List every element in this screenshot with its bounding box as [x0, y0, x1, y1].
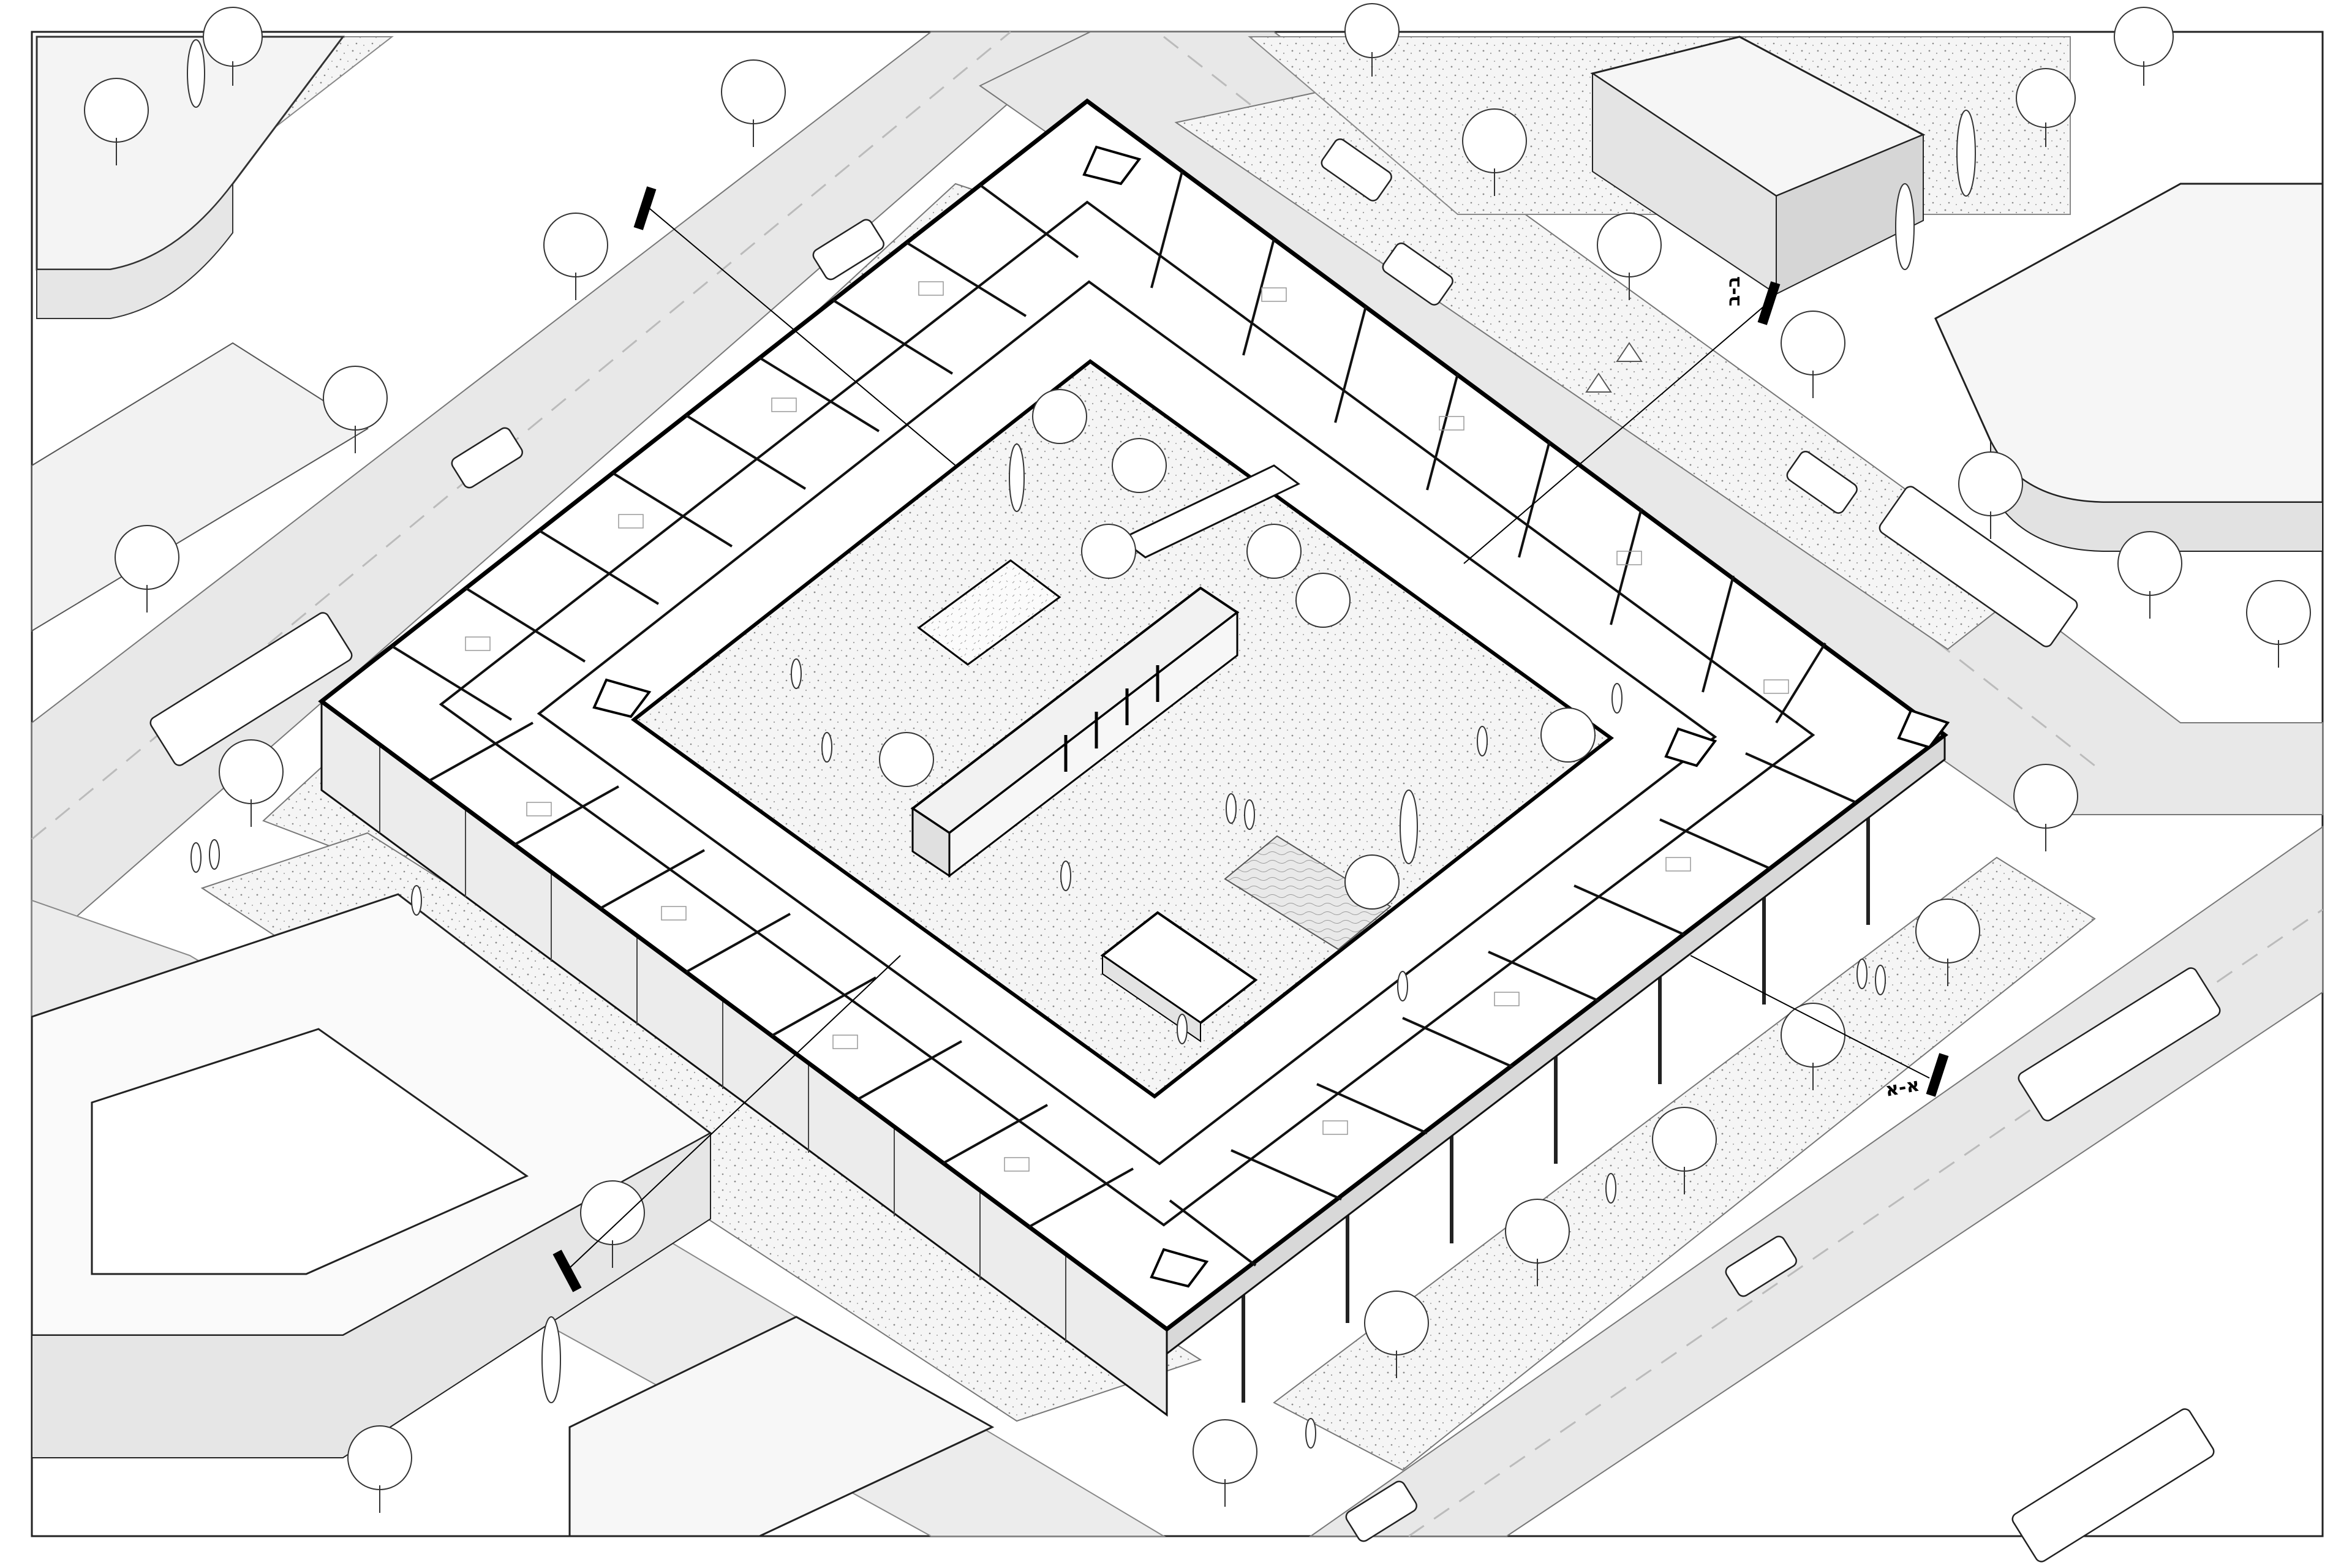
tree — [1344, 854, 1400, 910]
building-bottom-left-courtyard — [91, 1028, 529, 1275]
tree — [1400, 790, 1418, 864]
tree — [1462, 108, 1527, 196]
tree — [1597, 213, 1662, 300]
tree — [1781, 311, 1845, 398]
tree — [1652, 1107, 1717, 1194]
section-cut-lines — [569, 208, 1930, 1268]
tree — [1112, 438, 1167, 493]
tree — [1781, 1003, 1845, 1090]
road-arrows — [1585, 342, 1643, 393]
tree — [1032, 389, 1087, 444]
building-top-left-facade — [36, 182, 233, 319]
tree — [1364, 1291, 1429, 1378]
section-marker-b: ב-ב — [1723, 276, 1744, 306]
partitions-northeast — [1150, 171, 1826, 724]
planter-box — [917, 559, 1061, 666]
central-bar-windows — [1064, 665, 1159, 772]
tree — [580, 1180, 645, 1268]
people — [190, 658, 1886, 1449]
car-4 — [1382, 243, 1453, 306]
courtyard-pavilion-wall — [1102, 954, 1201, 1042]
tree — [879, 732, 934, 787]
tree — [1505, 1199, 1570, 1286]
surrounding-buildings — [31, 36, 2324, 1537]
courtyard-bridge — [1119, 464, 1300, 559]
tree — [1193, 1419, 1257, 1507]
tree — [84, 78, 149, 165]
tree — [1958, 451, 2023, 539]
tree — [1540, 707, 1596, 763]
car-6 — [1725, 1235, 1797, 1297]
car-7 — [1345, 1480, 1417, 1542]
tree — [203, 7, 263, 86]
bus-3 — [2018, 967, 2221, 1121]
building-top-center-side — [1776, 134, 1924, 295]
vehicles — [149, 138, 2221, 1562]
ring-corridors — [439, 200, 1815, 1227]
tree — [187, 39, 205, 108]
tree — [1295, 573, 1351, 628]
tree — [2114, 7, 2174, 86]
tree — [1246, 524, 1302, 579]
tree — [323, 366, 388, 453]
road-northwest-centerline — [31, 31, 1011, 840]
central-bar-wall — [948, 610, 1238, 878]
car-1 — [812, 219, 884, 281]
facade-southwest-mullions — [379, 744, 1066, 1343]
car-2 — [451, 427, 523, 489]
tree — [2013, 764, 2078, 851]
bus-2 — [1879, 486, 2078, 647]
trees — [84, 3, 2311, 1513]
tree — [543, 213, 608, 300]
car-5 — [1786, 451, 1858, 514]
road-southeast — [1308, 826, 2323, 1537]
section-label-b: ב-ב — [1723, 276, 1744, 306]
tree — [1915, 899, 1980, 986]
tree — [541, 1316, 561, 1403]
section-cut-bars — [552, 186, 1949, 1292]
stair-cores — [592, 145, 1950, 1288]
tree — [347, 1425, 412, 1513]
partitions-southeast — [1169, 752, 1856, 1267]
tree — [2016, 68, 2076, 147]
partitions-northwest — [391, 184, 1079, 721]
tree — [1895, 183, 1915, 270]
tree — [1009, 443, 1025, 512]
tree — [2246, 580, 2311, 668]
car-3 — [1321, 138, 1392, 202]
building-bottom-left-facade — [31, 1132, 711, 1458]
interior-furniture — [465, 281, 1789, 1172]
tree — [115, 525, 179, 612]
tree — [1344, 3, 1400, 77]
partitions-southwest — [428, 722, 1134, 1228]
bus-4 — [2011, 1408, 2215, 1562]
bus-1 — [149, 612, 353, 766]
tree — [1081, 524, 1136, 579]
tree — [721, 59, 786, 147]
building-bottom-center-roof — [568, 1316, 995, 1537]
tree — [219, 739, 284, 827]
main-building — [318, 98, 1950, 1417]
tree — [2117, 531, 2182, 619]
tree — [1956, 110, 1976, 197]
courtyard-pool — [1224, 835, 1392, 951]
